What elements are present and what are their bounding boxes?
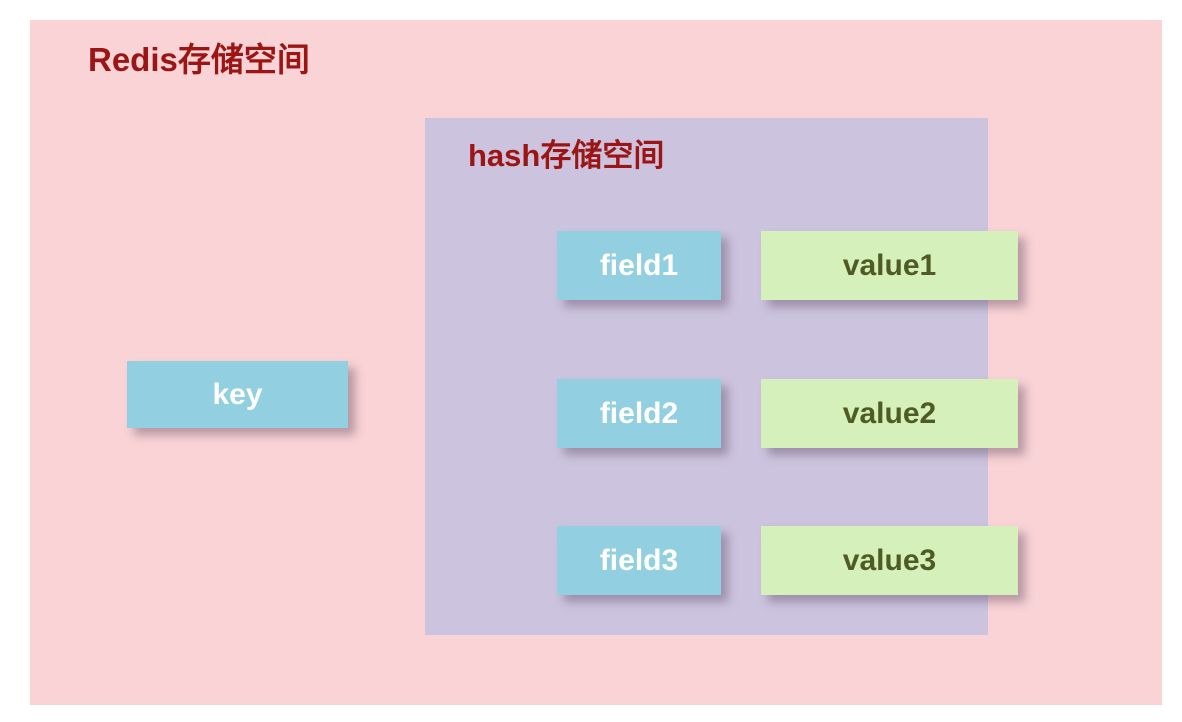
field-box-label: field2 — [599, 396, 679, 430]
key-box: key — [127, 361, 348, 428]
field-box: field3 — [557, 526, 721, 595]
redis-storage-title: Redis存储空间 — [88, 41, 310, 78]
value-box: value2 — [761, 379, 1018, 448]
value-box-label: value3 — [842, 543, 937, 577]
value-box-label: value2 — [842, 396, 937, 430]
field-box-label: field3 — [599, 543, 679, 577]
key-box-label: key — [212, 377, 263, 411]
field-box: field2 — [557, 379, 721, 448]
value-box-label: value1 — [842, 248, 937, 282]
field-box: field1 — [557, 231, 721, 300]
hash-storage-container: hash存储空间 field1 value1 field2 value2 fie… — [425, 118, 1018, 635]
value-box: value3 — [761, 526, 1018, 595]
redis-storage-container: Redis存储空间 key hash存储空间 field1 value1 fie… — [30, 20, 1162, 705]
value-box: value1 — [761, 231, 1018, 300]
hash-storage-title: hash存储空间 — [468, 138, 665, 173]
field-box-label: field1 — [599, 248, 679, 282]
